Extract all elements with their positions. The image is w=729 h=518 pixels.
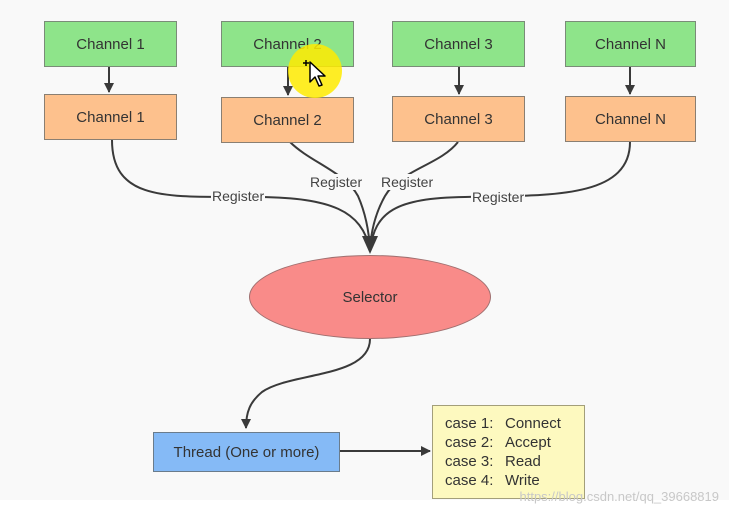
case-line-4: case 4: Write (445, 471, 574, 490)
register-label-n: Register (471, 189, 526, 205)
case-line-3: case 3: Read (445, 452, 574, 471)
register-label-3: Register (380, 174, 435, 190)
selector-arrowhead (362, 236, 378, 254)
case-key: case 4: (445, 472, 494, 489)
selector-to-thread-line (241, 338, 371, 429)
selector-node: Selector (249, 255, 491, 339)
watermark-text: https://blog.csdn.net/qq_39668819 (519, 489, 720, 504)
channel-top-3: Channel 3 (392, 21, 525, 67)
case-value: Accept (505, 434, 551, 451)
case-key: case 2: (445, 434, 494, 451)
register-curve-3 (369, 141, 459, 251)
channel-bottom-1: Channel 1 (44, 94, 177, 140)
case-value: Write (505, 472, 540, 489)
case-key: case 1: (445, 415, 494, 432)
thread-node: Thread (One or more) (153, 432, 340, 472)
case-value: Read (505, 453, 541, 470)
register-label-2: Register (309, 174, 364, 190)
register-curve-2 (289, 141, 371, 251)
move-cursor-icon (303, 60, 326, 87)
case-value: Connect (505, 415, 561, 432)
cases-box: case 1: Connect case 2: Accept case 3: Read… (432, 405, 585, 499)
case-line-1: case 1: Connect (445, 414, 574, 433)
register-label-1: Register (211, 188, 266, 204)
channel-bottom-n: Channel N (565, 96, 696, 142)
channel-top-n: Channel N (565, 21, 696, 67)
channel-top-1: Channel 1 (44, 21, 177, 67)
case-key: case 3: (445, 453, 494, 470)
diagram-panel (0, 0, 729, 500)
case-line-2: case 2: Accept (445, 433, 574, 452)
channel-bottom-3: Channel 3 (392, 96, 525, 142)
channel-bottom-2: Channel 2 (221, 97, 354, 143)
